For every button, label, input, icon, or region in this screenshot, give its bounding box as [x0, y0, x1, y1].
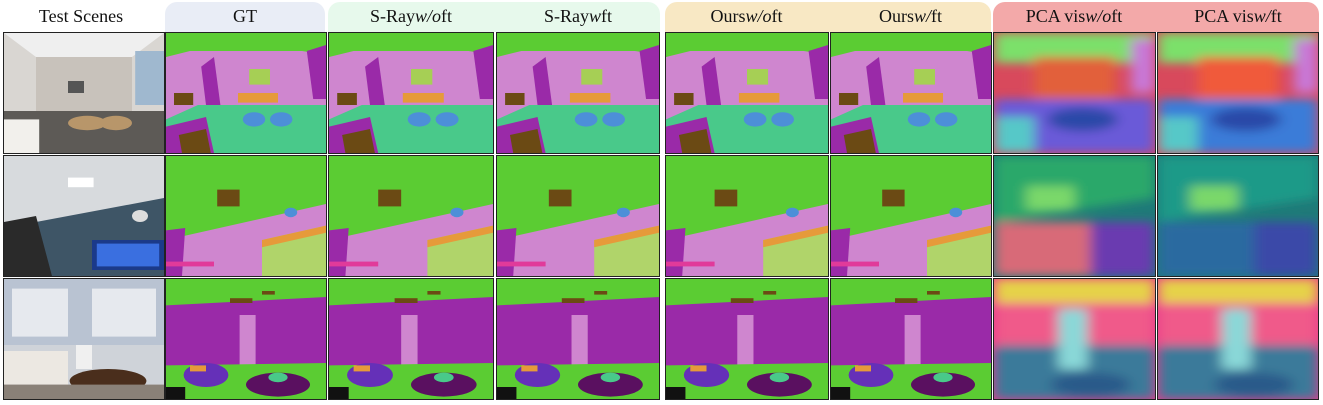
image-grid [0, 32, 1323, 402]
scene-1-sray-wo-ft-image [328, 32, 494, 154]
header-gt: GT [233, 5, 257, 26]
header-pca-w-ft: PCA vis w/ ft [1194, 5, 1282, 26]
scene-2-test-scene-photo-image [3, 155, 165, 277]
scene-1-test-scene-photo-image [3, 32, 165, 154]
header-band-pca [993, 2, 1319, 32]
scene-1-ours-w-ft-image [830, 32, 992, 154]
scene-1-pca-vis-wo-ft-image [993, 32, 1156, 154]
header-band-sray [328, 2, 660, 32]
scene-3-sray-w-ft-image [496, 278, 660, 400]
header-sray-w-ft: S-Ray w ft [543, 5, 612, 26]
scene-2-ours-w-ft-image [830, 155, 992, 277]
scene-2-gt-image [165, 155, 327, 277]
header-band-ours [665, 2, 991, 32]
scene-3-pca-vis-wo-ft-image [993, 278, 1156, 400]
scene-1-sray-w-ft-image [496, 32, 660, 154]
scene-1-ours-wo-ft-image [665, 32, 829, 154]
header-ours-wo-ft: Ours w/o ft [710, 5, 783, 26]
header-pca-wo-ft: PCA vis w/o ft [1025, 5, 1123, 26]
scene-3-ours-wo-ft-image [665, 278, 829, 400]
scene-3-ours-w-ft-image [830, 278, 992, 400]
header-band-gt [165, 2, 325, 32]
scene-2-sray-w-ft-image [496, 155, 660, 277]
scene-3-sray-wo-ft-image [328, 278, 494, 400]
header-sray-wo-ft: S-Ray w/o ft [369, 5, 452, 26]
header-ours-w-ft: Ours w/ ft [878, 5, 942, 26]
scene-2-ours-wo-ft-image [665, 155, 829, 277]
scene-2-pca-vis-w-ft-image [1157, 155, 1319, 277]
scene-1-pca-vis-w-ft-image [1157, 32, 1319, 154]
header-test-scenes: Test Scenes [38, 5, 124, 26]
scene-2-pca-vis-wo-ft-image [993, 155, 1156, 277]
scene-3-test-scene-photo-image [3, 278, 165, 400]
scene-3-pca-vis-w-ft-image [1157, 278, 1319, 400]
scene-3-gt-image [165, 278, 327, 400]
scene-1-gt-image [165, 32, 327, 154]
scene-2-sray-wo-ft-image [328, 155, 494, 277]
